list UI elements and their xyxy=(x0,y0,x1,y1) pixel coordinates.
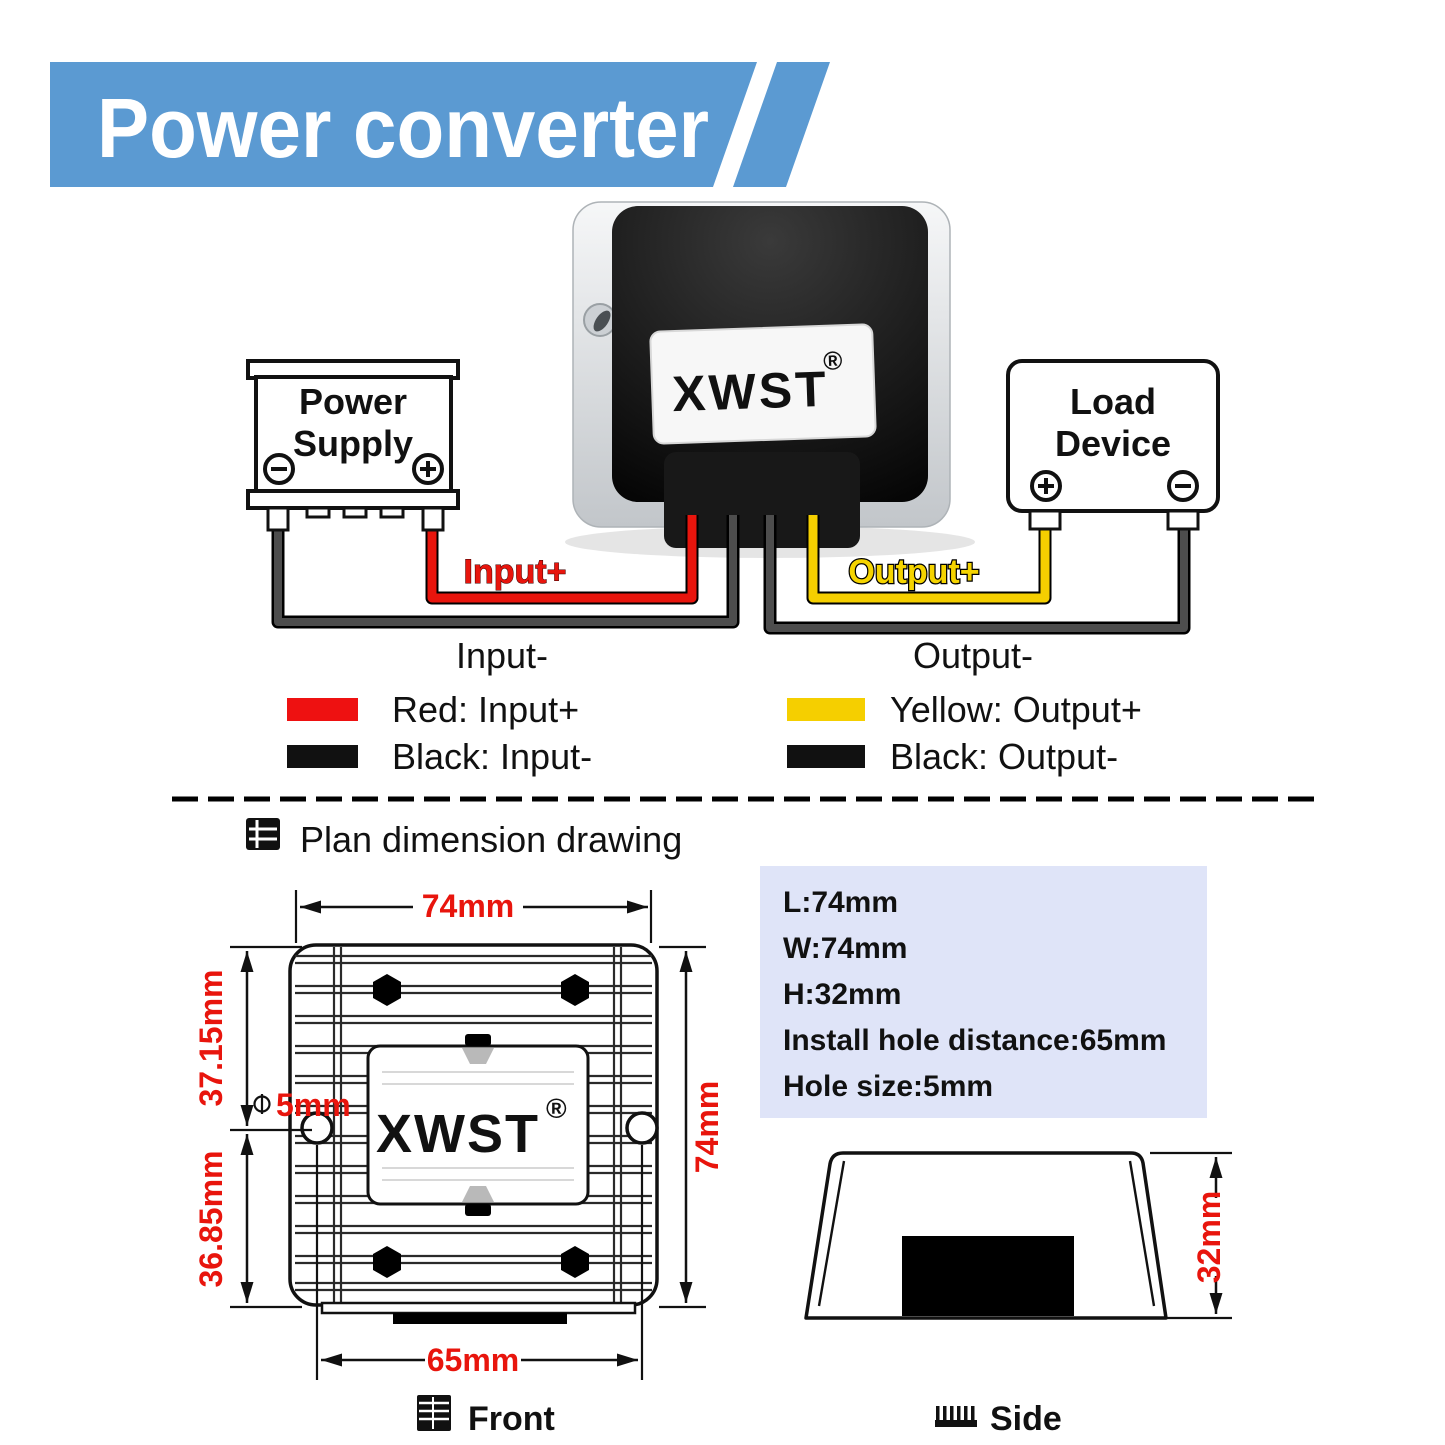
specs-panel: L:74mm W:74mm H:32mm Install hole distan… xyxy=(760,866,1207,1118)
registered-mark: ® xyxy=(823,345,843,376)
front-connector-bar xyxy=(393,1313,567,1324)
front-view-drawing: XWST ® 74mm 37.15mm 36.85mm xyxy=(193,888,725,1438)
input-minus-label: Input- xyxy=(456,635,548,676)
heatsink-rails xyxy=(332,947,623,1302)
mount-hole-left xyxy=(300,1111,334,1145)
dim-value: 74mm xyxy=(689,1081,725,1174)
spec-line: Hole size:5mm xyxy=(783,1070,993,1103)
side-outline xyxy=(804,1151,1168,1320)
front-label: XWST ® xyxy=(366,1034,590,1216)
power-supply-label-1: Power xyxy=(299,381,407,422)
legend-label: Black: Input- xyxy=(392,736,592,777)
ps-tab xyxy=(305,506,331,519)
converter-label: XWST ® xyxy=(649,323,877,445)
ps-body xyxy=(254,375,453,494)
load-device-label-2: Device xyxy=(1055,423,1171,464)
header-banner: Power converter xyxy=(50,62,830,187)
dim-hole-top-offset: 37.15mm xyxy=(193,945,312,1132)
dim-value: 36.85mm xyxy=(193,1151,229,1288)
output-plus-label: Output+ xyxy=(848,553,979,591)
dim-width-top: 74mm xyxy=(294,888,653,943)
dim-value: 32mm xyxy=(1191,1191,1227,1284)
dim-value: 65mm xyxy=(427,1342,520,1378)
grid-icon xyxy=(246,818,280,850)
wire-output-minus xyxy=(763,515,1191,635)
output-minus-label: Output- xyxy=(913,635,1033,676)
front-foot xyxy=(320,1301,637,1315)
ps-tab xyxy=(342,506,368,519)
page-title: Power converter xyxy=(97,81,709,175)
side-view-icon xyxy=(935,1406,977,1427)
converter-photo: XWST ® xyxy=(565,201,975,558)
label-clip-bottom-gray xyxy=(462,1186,494,1202)
ps-bottom-bar xyxy=(246,489,460,510)
minus-icon xyxy=(263,453,295,485)
label-clip-bottom xyxy=(465,1204,491,1216)
dim-hole-size: 5mm xyxy=(253,1087,351,1123)
legend-label: Black: Output- xyxy=(890,736,1118,777)
load-device-box: Load Device xyxy=(1006,359,1220,531)
brand-text: XWST xyxy=(376,1104,540,1164)
power-supply-label-2: Supply xyxy=(293,423,413,464)
side-inner-right xyxy=(1128,1160,1156,1307)
side-view-drawing: 32mm Side xyxy=(804,1151,1232,1438)
spec-line: L:74mm xyxy=(783,886,898,919)
wire-input-minus xyxy=(271,515,740,629)
ps-terminal-neg xyxy=(266,506,290,532)
label-clip-top xyxy=(465,1034,491,1046)
ld-terminal-neg xyxy=(1166,509,1200,531)
banner-shape xyxy=(50,62,757,187)
registered-mark: ® xyxy=(546,1093,567,1124)
plus-icon xyxy=(1030,470,1062,502)
side-inner-left xyxy=(817,1160,846,1307)
legend-label: Red: Input+ xyxy=(392,689,579,730)
minus-icon xyxy=(1167,470,1199,502)
legend-swatch-red xyxy=(287,698,358,721)
input-plus-label: Input+ xyxy=(464,553,567,591)
front-caption: Front xyxy=(417,1395,555,1438)
ps-tab xyxy=(379,506,405,519)
specs-panel-bg xyxy=(760,866,1207,1118)
ld-terminal-pos xyxy=(1028,509,1062,531)
wire-output-plus xyxy=(806,515,1052,605)
mount-hole-right xyxy=(625,1111,659,1145)
mount-hole-left xyxy=(583,303,617,337)
dim-height-right: 74mm xyxy=(659,945,725,1309)
banner-slash-icon xyxy=(733,62,830,187)
legend-label: Yellow: Output+ xyxy=(890,689,1142,730)
diameter-icon xyxy=(253,1094,271,1114)
caption-label: Front xyxy=(468,1400,555,1438)
dimension-section-heading: Plan dimension drawing xyxy=(246,818,682,860)
spec-line: W:74mm xyxy=(783,932,907,965)
label-clip-top-gray xyxy=(462,1048,494,1064)
power-supply-box: Power Supply xyxy=(246,359,460,532)
dim-value: 74mm xyxy=(422,888,515,924)
legend-swatch-black-out xyxy=(787,745,865,768)
dim-value: 37.15mm xyxy=(193,970,229,1107)
load-device-label-1: Load xyxy=(1070,381,1156,422)
wire-color-legend: Red: Input+ Black: Input- Yellow: Output… xyxy=(287,689,1142,777)
ps-terminal-pos xyxy=(421,506,445,532)
legend-swatch-black-in xyxy=(287,745,358,768)
legend-swatch-yellow xyxy=(787,698,865,721)
side-caption: Side xyxy=(935,1400,1062,1438)
dim-hole-bottom-offset: 36.85mm xyxy=(193,1134,302,1309)
side-connector xyxy=(902,1236,1074,1316)
dim-side-height: 32mm xyxy=(1150,1151,1232,1320)
plus-icon xyxy=(412,453,444,485)
ld-body xyxy=(1006,359,1220,513)
spec-line: Install hole distance:65mm xyxy=(783,1024,1166,1057)
wire-input-plus xyxy=(425,515,699,605)
section-title: Plan dimension drawing xyxy=(300,819,682,860)
spec-line: H:32mm xyxy=(783,978,901,1011)
brand-text: XWST xyxy=(671,361,829,422)
front-view-icon xyxy=(417,1395,451,1431)
caption-label: Side xyxy=(990,1400,1062,1438)
dim-hole-distance: 65mm xyxy=(315,1145,644,1380)
dim-value: 5mm xyxy=(276,1087,351,1123)
